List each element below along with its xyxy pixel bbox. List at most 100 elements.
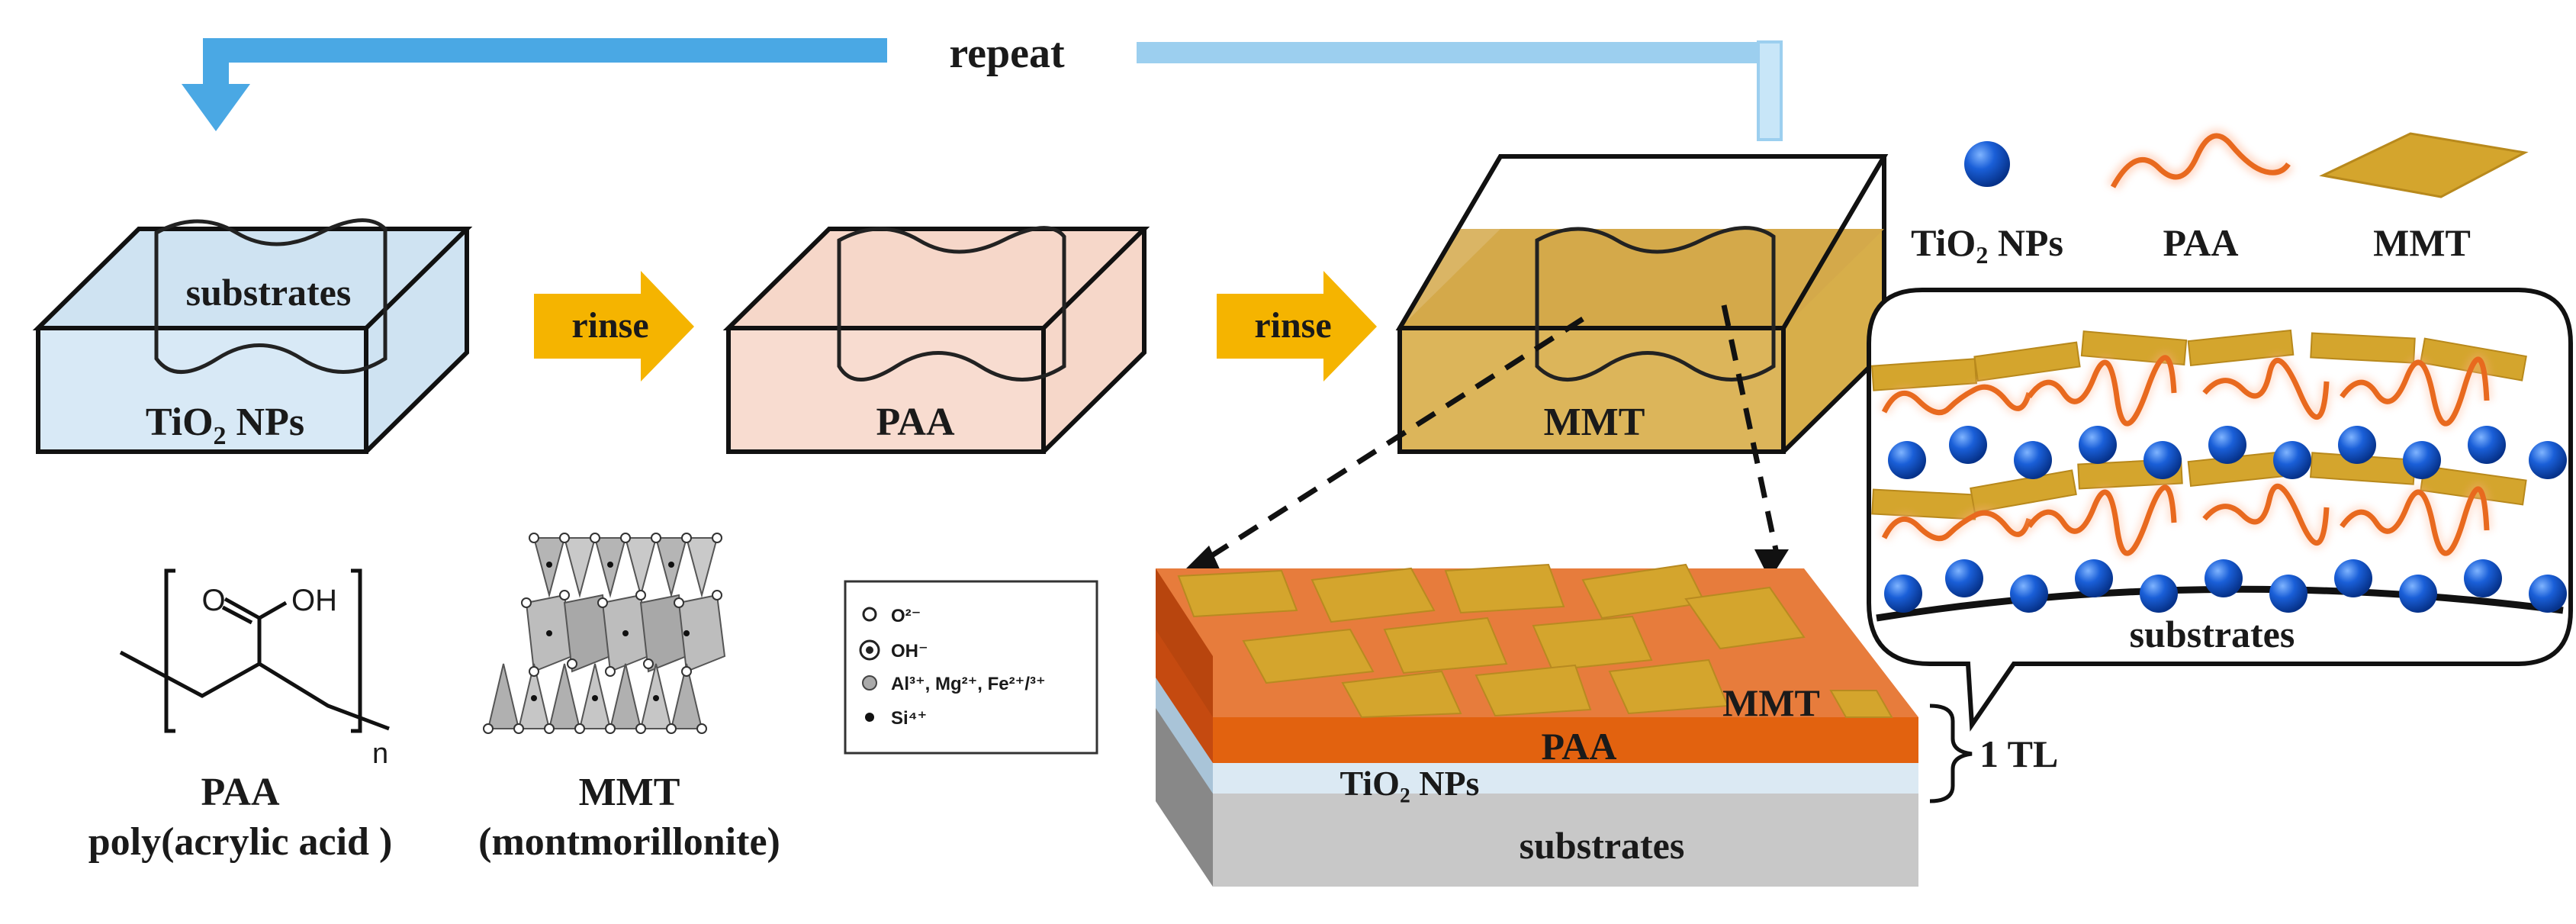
tio2-nanoparticle [2205, 559, 2243, 597]
tio2-nanoparticle [2399, 575, 2437, 613]
atom [712, 533, 722, 543]
paa-full-name: poly(acrylic acid ) [88, 820, 393, 864]
mmt-platelet [2310, 332, 2416, 364]
callout-substrate-label: substrates [2130, 613, 2295, 655]
paa-chain [2027, 355, 2177, 427]
paa-subscript: n [372, 738, 388, 770]
tio2-nanoparticle [2140, 575, 2178, 613]
atom [643, 658, 654, 669]
mmt-platelet [1829, 690, 1893, 718]
atom [483, 723, 494, 734]
repeat-label: repeat [949, 30, 1065, 77]
bath-liquid-label: TiO2 NPs [146, 401, 304, 450]
callout-tio2-layers [1884, 426, 2567, 613]
crystal-polyhedron [487, 663, 520, 729]
legend-label: TiO2 NPs [1911, 221, 2063, 269]
tl-label: 1 TL [1979, 732, 2058, 775]
atom [513, 723, 524, 734]
atom [674, 597, 684, 608]
atom [696, 723, 707, 734]
repeat-arrowhead-icon [182, 84, 250, 131]
paa-chain [1881, 510, 2032, 542]
mmt-platelet [1684, 586, 1806, 650]
tio2-nanoparticle [2014, 441, 2052, 479]
mmt-platelet [1311, 567, 1436, 623]
tio2-nanoparticle [1949, 426, 1987, 464]
tio2-nanoparticle [2079, 426, 2117, 464]
atom-key: O²⁻ OH⁻ Al³⁺, Mg²⁺, Fe²⁺/³⁺ Si⁴⁺ [844, 580, 1098, 755]
tl-bracket [1929, 703, 1973, 803]
atom [635, 590, 646, 600]
paa-o-label: O [201, 584, 225, 617]
mmt-full-name: (montmorillonite) [478, 820, 780, 864]
film-paa-label: PAA [1541, 725, 1616, 768]
atom [666, 723, 677, 734]
bath-liquid-label: PAA [876, 401, 954, 444]
gold-platelet-icon [2319, 132, 2529, 198]
atom [635, 723, 646, 734]
repeat-loop: repeat [182, 30, 1783, 141]
atom [592, 695, 598, 701]
paa-structure [119, 568, 390, 733]
tio2-nanoparticle [2529, 441, 2567, 479]
atom [590, 533, 600, 543]
mmt-platelet [1608, 658, 1729, 715]
bath-tio2: substrates TiO2 NPs [32, 218, 473, 454]
atom [651, 533, 661, 543]
paa-name: PAA [201, 771, 279, 814]
rinse-label: rinse [571, 305, 648, 346]
atom [653, 695, 659, 701]
substrate-sheet [154, 218, 388, 374]
atom [683, 630, 690, 636]
tio2-nanoparticle [2143, 441, 2182, 479]
atom [681, 533, 692, 543]
substrate-sheet [1535, 226, 1776, 382]
atom [668, 562, 674, 568]
rinse-label: rinse [1254, 305, 1331, 346]
atom [521, 597, 532, 608]
atom [546, 630, 552, 636]
mmt-platelet [1177, 569, 1298, 618]
blue-sphere-icon [1964, 141, 2010, 187]
callout-bubble: substrates [1867, 288, 2573, 732]
film-tio2-label: TiO₂ NPs [1340, 764, 1480, 803]
film-mmt-platelets [1177, 563, 1893, 719]
atom-key-label: Si⁴⁺ [891, 708, 927, 729]
mmt-platelet [2187, 329, 2295, 367]
black-dot-icon [865, 713, 874, 722]
paa-oh-label: OH [291, 584, 337, 617]
tio2-nanoparticle [2338, 426, 2376, 464]
atom [712, 590, 722, 600]
orange-wave-icon [2107, 129, 2295, 191]
atom [559, 533, 570, 543]
atom [620, 533, 631, 543]
mmt-platelet [1871, 488, 1977, 520]
tio2-nanoparticle [1888, 441, 1926, 479]
crystal-polyhedron [609, 663, 642, 729]
gray-circle-icon [862, 675, 877, 691]
tio2-nanoparticle [2208, 426, 2246, 464]
tio2-nanoparticle [2468, 426, 2506, 464]
crystal-polyhedron [548, 663, 581, 729]
pointer-arrowhead-icon [1754, 549, 1789, 580]
paa-chain [2340, 486, 2490, 556]
paa-chain [1881, 384, 2032, 416]
tio2-nanoparticle [2334, 559, 2372, 597]
film-mmt-label: MMT [1722, 681, 1820, 724]
substrate-sheet [837, 226, 1066, 382]
mmt-platelet [1973, 341, 2081, 382]
mmt-platelet [1242, 628, 1375, 684]
film-substrate-label: substrates [1520, 824, 1685, 867]
mmt-platelet [1870, 358, 1978, 391]
atom [597, 597, 608, 608]
atom-key-label: OH⁻ [891, 641, 928, 662]
crystal-polyhedron [670, 663, 703, 729]
atom [681, 666, 692, 677]
atom [559, 590, 570, 600]
tio2-nanoparticle [1945, 559, 1983, 597]
bath-liquid-label: MMT [1544, 401, 1645, 444]
tio2-nanoparticle [2010, 575, 2048, 613]
crystal-polyhedron [563, 537, 597, 598]
paa-chain [2340, 356, 2490, 427]
crystal-polyhedron [624, 537, 658, 598]
